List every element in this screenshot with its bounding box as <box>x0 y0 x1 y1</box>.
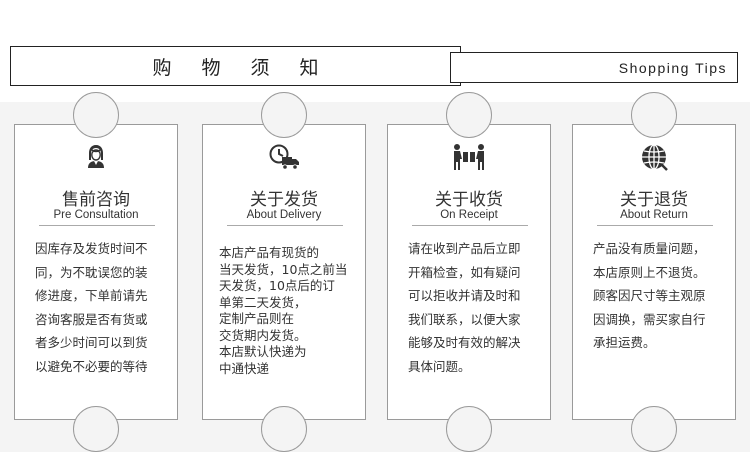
card-body: 请在收到产品后立即 开箱检查，如有疑问 可以拒收并请及时和 我们联系，以便大家 … <box>408 241 521 374</box>
card-subtitle: About Delivery <box>246 209 322 221</box>
tips-box: Shopping Tips <box>450 52 738 83</box>
card-divider <box>39 225 155 226</box>
card-divider <box>227 225 343 226</box>
card-notch-bottom <box>261 406 307 452</box>
card-notch-bottom <box>631 406 677 452</box>
page-title: 购 物 须 知 <box>152 56 331 79</box>
card-subtitle: Pre Consultation <box>53 209 139 221</box>
card-notch-bottom <box>73 406 119 452</box>
card-subtitle: On Receipt <box>440 209 498 221</box>
card-on-receipt: 关于收货 On Receipt 请在收到产品后立即 开箱检查，如有疑问 可以拒收… <box>387 92 551 452</box>
card-notch-top <box>261 92 307 138</box>
card-title: 售前咨询 <box>62 190 130 210</box>
globe-return-icon <box>640 143 668 173</box>
card-notch-top <box>73 92 119 138</box>
card-pre-consultation: 售前咨询 Pre Consultation 因库存及发货时间不 同，为不耽误您的… <box>14 92 178 452</box>
card-divider <box>412 225 528 226</box>
card-title: 关于退货 <box>620 190 688 210</box>
card-about-delivery: 关于发货 About Delivery 本店产品有现货的 当天发货，10点之前当… <box>202 92 366 452</box>
card-notch-bottom <box>446 406 492 452</box>
title-box: 购 物 须 知 <box>10 46 461 86</box>
card-subtitle: About Return <box>620 209 688 221</box>
delivery-truck-icon <box>268 143 300 173</box>
card-body: 因库存及发货时间不 同，为不耽误您的装 修进度，下单前请先 咨询客服是否有货或 … <box>35 241 148 374</box>
card-body: 产品没有质量问题， 本店原则上不退货。 顾客因尺寸等主观原 因调换，需买家自行 … <box>593 241 706 350</box>
card-divider <box>597 225 713 226</box>
card-title: 关于收货 <box>435 190 503 210</box>
card-about-return: 关于退货 About Return 产品没有质量问题， 本店原则上不退货。 顾客… <box>572 92 736 452</box>
card-body: 本店产品有现货的 当天发货，10点之前当 天发货，10点后的订 单第二天发货， … <box>219 245 348 376</box>
package-handover-icon <box>452 143 486 173</box>
card-notch-top <box>631 92 677 138</box>
customer-service-icon <box>83 143 109 173</box>
card-notch-top <box>446 92 492 138</box>
card-title: 关于发货 <box>250 190 318 210</box>
page-subtitle: Shopping Tips <box>618 59 727 76</box>
